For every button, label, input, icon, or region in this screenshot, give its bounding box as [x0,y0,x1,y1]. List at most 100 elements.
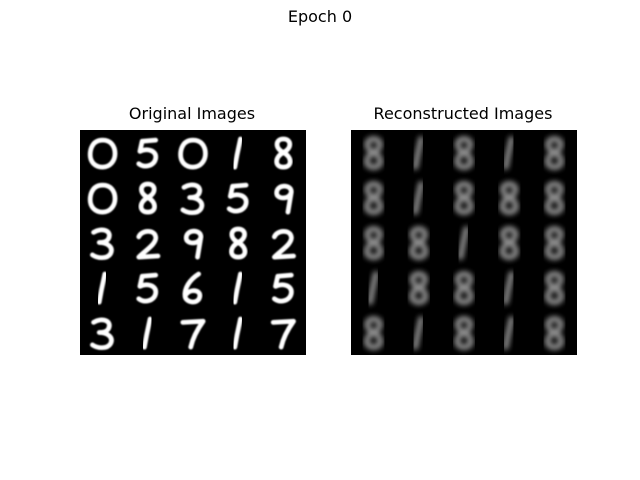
reconstructed-digit-stroke [412,316,424,350]
original-digit-4-0 [90,317,114,351]
original-digit-1-0 [87,182,118,215]
figure-title: Epoch 0 [287,7,353,26]
original-digit-stroke [180,318,206,350]
reconstructed-digit-stroke [544,226,564,260]
reconstructed-digit-1-2 [454,181,474,215]
reconstructed-digit-3-3 [502,271,515,305]
original-digit-stroke [226,182,249,214]
reconstructed-digit-2-3 [499,226,519,260]
original-digit-stroke [232,271,243,305]
original-digit-2-3 [229,226,248,260]
original-digit-3-2 [182,271,203,305]
original-digit-1-3 [226,182,249,214]
reconstructed-digit-2-0 [364,226,384,260]
reconstructed-digit-stroke [364,181,384,215]
original-digit-3-3 [232,271,243,305]
reconstructed-digit-3-4 [544,271,564,305]
original-images-canvas [87,136,296,351]
original-digit-0-4 [274,136,293,170]
original-digit-stroke [90,317,114,351]
reconstructed-digit-stroke [454,271,474,305]
original-digit-0-3 [232,136,243,170]
original-digit-stroke [178,137,208,170]
original-digit-4-1 [142,316,153,350]
reconstructed-digit-stroke [409,226,429,260]
original-digit-3-1 [136,272,159,304]
reconstructed-digit-1-4 [544,181,564,215]
original-digit-stroke [90,227,114,261]
original-digit-stroke [270,318,296,350]
reconstructed-digit-stroke [502,316,515,350]
original-digit-stroke [229,226,248,260]
reconstructed-images-canvas [364,136,564,350]
original-digit-2-4 [271,229,296,260]
original-digit-4-2 [180,318,206,350]
original-digit-stroke [180,182,205,216]
reconstructed-digit-stroke [454,136,474,170]
reconstructed-digit-1-0 [364,181,384,215]
original-digit-4-3 [232,316,243,350]
original-digit-2-2 [183,228,204,260]
original-digit-0-0 [87,137,118,170]
original-digit-3-0 [96,271,108,305]
original-digit-stroke [136,229,161,260]
reconstructed-digit-2-4 [544,226,564,260]
original-digit-stroke [271,272,294,304]
reconstructed-digit-stroke [544,136,564,170]
reconstructed-digit-4-0 [364,316,384,350]
original-digit-stroke [183,228,204,260]
original-digit-2-0 [90,227,114,261]
original-digit-1-2 [180,182,205,216]
reconstructed-digit-stroke [367,271,379,305]
original-digit-4-4 [270,318,296,350]
reconstructed-digit-stroke [364,316,384,350]
reconstructed-digit-4-4 [544,316,564,350]
reconstructed-digit-stroke [364,136,384,170]
reconstructed-digit-stroke [364,226,384,260]
original-digit-stroke [136,272,159,304]
reconstructed-digit-stroke [499,226,519,260]
reconstructed-digit-stroke [412,136,424,170]
reconstructed-digit-3-1 [409,271,429,305]
original-images-grid [80,130,306,355]
original-digit-stroke [142,316,153,350]
original-digit-0-1 [136,137,159,169]
reconstructed-digit-4-2 [454,316,474,350]
reconstructed-images-grid [351,130,577,355]
reconstructed-digit-stroke [544,271,564,305]
reconstructed-digit-0-2 [454,136,474,170]
original-digit-stroke [87,182,118,215]
original-digit-stroke [182,271,203,305]
reconstructed-digit-stroke [454,181,474,215]
reconstructed-digit-stroke [457,226,470,260]
reconstructed-digit-stroke [412,181,424,215]
reconstructed-digit-4-3 [502,316,515,350]
reconstructed-digit-stroke [502,136,515,170]
reconstructed-digit-2-1 [409,226,429,260]
reconstructed-digit-0-3 [502,136,515,170]
reconstructed-digit-stroke [454,316,474,350]
original-digit-3-4 [271,272,294,304]
original-digit-stroke [274,183,294,215]
original-digit-stroke [271,229,296,260]
original-digit-stroke [136,137,159,169]
original-digit-1-4 [274,183,294,215]
reconstructed-digit-stroke [502,271,515,305]
reconstructed-digit-3-0 [367,271,379,305]
original-digit-stroke [87,137,118,170]
original-digit-0-2 [178,137,208,170]
original-digit-stroke [232,136,243,170]
reconstructed-images-title: Reconstructed Images [373,104,553,123]
original-images-title: Original Images [128,104,256,123]
original-digit-2-1 [136,229,161,260]
reconstructed-digit-3-2 [454,271,474,305]
reconstructed-digit-stroke [544,181,564,215]
reconstructed-digit-0-1 [412,136,424,170]
original-digit-stroke [232,316,243,350]
reconstructed-digit-stroke [499,181,519,215]
reconstructed-digit-1-3 [499,181,519,215]
reconstructed-digit-0-0 [364,136,384,170]
original-digit-stroke [138,181,157,215]
reconstructed-digit-4-1 [412,316,424,350]
reconstructed-digit-stroke [409,271,429,305]
